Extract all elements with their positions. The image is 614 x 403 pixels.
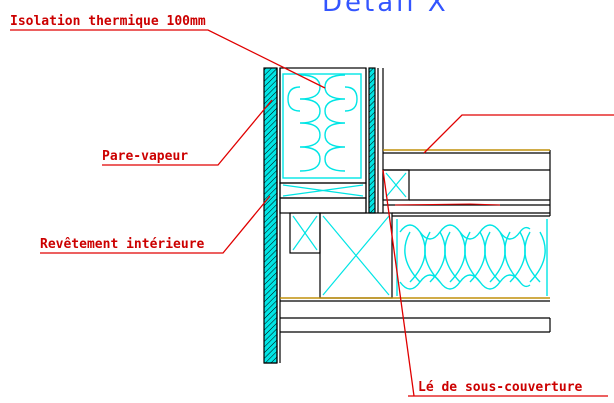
leader-roof (423, 114, 614, 154)
membrane-trace (394, 203, 501, 206)
rim-joists-cross (292, 172, 407, 296)
label-pare-vapeur: Pare-vapeur (102, 149, 188, 164)
wall-insulation-quilt (282, 73, 362, 179)
leader-revetement (40, 195, 271, 254)
leader-isolation (10, 29, 326, 89)
bottom-plate-cross (282, 184, 364, 197)
bottom-plate (279, 182, 367, 214)
interior-cladding-hatched (263, 67, 278, 364)
wall-insulation (279, 67, 367, 184)
exterior-board-hatched (368, 67, 376, 214)
detail-title: Détail X (322, 0, 449, 18)
leader-pare-vapeur (102, 99, 273, 166)
leader-sous-couverture (382, 169, 608, 397)
floor-insulation-quilt (396, 219, 548, 296)
vertical-wall (263, 67, 384, 364)
leader-lines (10, 29, 614, 397)
label-le-sous-couverture: Lé de sous-couverture (418, 380, 583, 395)
label-isolation: Isolation thermique 100mm (10, 14, 206, 29)
label-revetement: Revêtement intérieure (40, 237, 205, 252)
